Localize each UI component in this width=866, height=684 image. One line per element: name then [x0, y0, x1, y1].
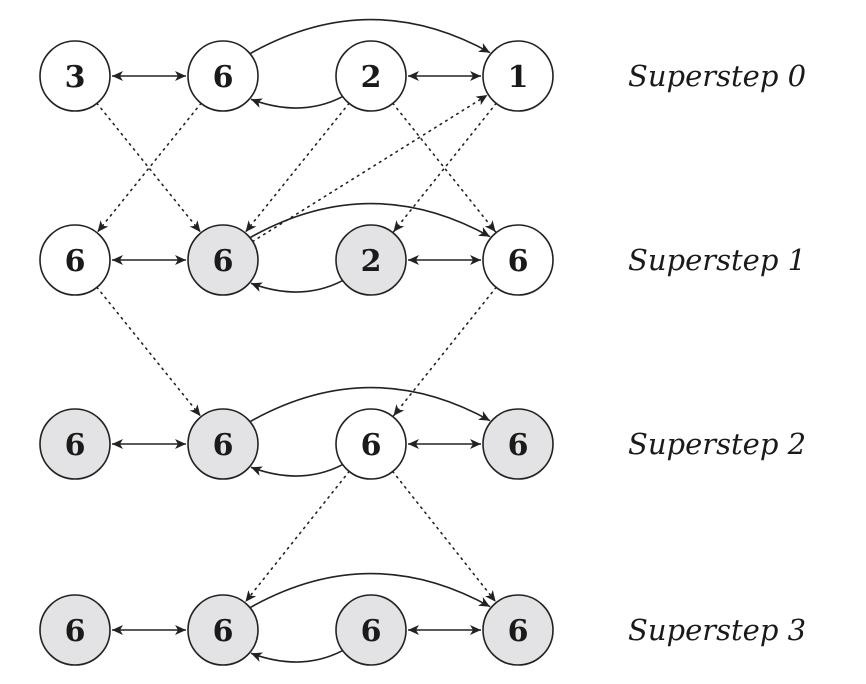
vertex-value: 6: [508, 244, 529, 279]
vertex: 1: [482, 40, 554, 112]
vertex-value: 6: [213, 428, 234, 463]
vertex-halted: [187, 408, 259, 480]
edge-layer: [112, 18, 491, 663]
label-layer: Superstep 0 Superstep 1 Superstep 2 Superst…: [628, 59, 806, 647]
vertex-active: [482, 224, 554, 296]
directed-arc-edge: [249, 18, 491, 55]
vertex-active: [187, 40, 259, 112]
vertex: 6: [482, 408, 554, 480]
vertex-value: 6: [65, 428, 86, 463]
vertex: 6: [39, 224, 111, 296]
vertex-value: 6: [65, 244, 86, 279]
vertex-halted: [39, 594, 111, 666]
vertex-value: 2: [361, 244, 382, 279]
vertex-halted: [187, 594, 259, 666]
directed-arc-edge: [250, 463, 344, 477]
vertex-active: [39, 40, 111, 112]
superstep-label: Superstep 2: [628, 427, 806, 461]
vertex: 6: [39, 408, 111, 480]
directed-arc-edge: [249, 202, 491, 239]
vertex: 6: [482, 224, 554, 296]
vertex: 6: [39, 594, 111, 666]
superstep-label: Superstep 1: [628, 243, 806, 277]
message-arrow: [392, 102, 497, 233]
vertex-value: 6: [65, 614, 86, 649]
vertex-value: 6: [361, 428, 382, 463]
vertex-value: 2: [361, 60, 382, 95]
vertex-halted: [335, 224, 407, 296]
message-arrow: [391, 470, 497, 603]
vertex-value: 6: [508, 428, 529, 463]
vertex-value: 6: [213, 60, 234, 95]
vertex: 6: [482, 594, 554, 666]
directed-arc-edge: [250, 95, 344, 109]
vertex: 6: [335, 408, 407, 480]
directed-arc-edge: [249, 572, 491, 609]
vertex: 6: [187, 224, 259, 296]
vertex-value: 6: [361, 614, 382, 649]
vertex-halted: [482, 594, 554, 666]
directed-arc-edge: [250, 649, 344, 663]
message-arrow: [96, 102, 202, 233]
vertex: 6: [187, 408, 259, 480]
vertex-active: [335, 408, 407, 480]
vertex: 2: [335, 40, 407, 112]
vertex-value: 3: [65, 60, 86, 95]
vertex: 6: [187, 40, 259, 112]
vertex-value: 6: [213, 244, 234, 279]
directed-arc-edge: [250, 279, 344, 293]
vertex: 3: [39, 40, 111, 112]
message-arrow: [244, 102, 350, 233]
superstep-label: Superstep 0: [628, 59, 806, 93]
message-arrow: [96, 102, 202, 233]
message-layer: [96, 94, 497, 603]
vertex: 2: [335, 224, 407, 296]
message-arrow: [244, 470, 351, 603]
vertex: 6: [335, 594, 407, 666]
vertex-halted: [187, 224, 259, 296]
message-arrow: [96, 286, 202, 417]
vertex-active: [39, 224, 111, 296]
vertex-value: 6: [213, 614, 234, 649]
vertex-halted: [482, 408, 554, 480]
vertex-active: [335, 40, 407, 112]
vertex-active: [482, 40, 554, 112]
vertex-halted: [335, 594, 407, 666]
message-arrow: [392, 102, 497, 233]
vertex: 6: [187, 594, 259, 666]
message-arrow: [251, 94, 489, 243]
vertex-value: 6: [508, 614, 529, 649]
message-arrow: [392, 286, 497, 417]
node-layer: 3 6 2 1 6 6 2 6 6 6 6 6 6 6 6 6: [39, 40, 554, 666]
vertex-halted: [39, 408, 111, 480]
directed-arc-edge: [249, 386, 491, 423]
superstep-label: Superstep 3: [628, 613, 806, 647]
vertex-value: 1: [508, 60, 529, 95]
